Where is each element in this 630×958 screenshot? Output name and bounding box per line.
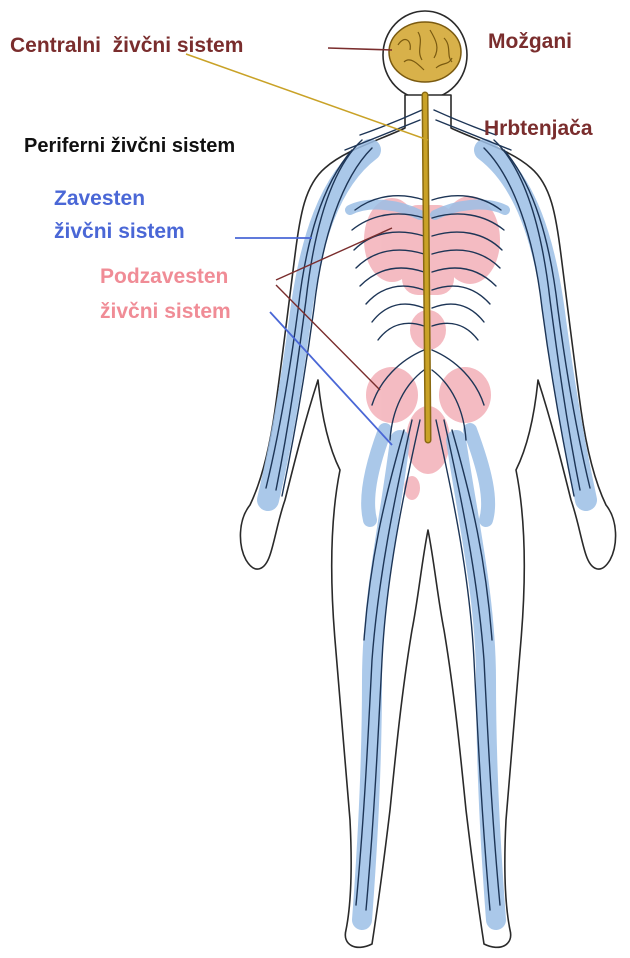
label-brain: Možgani [488,30,572,53]
label-peripheral-nervous-system: Periferni živčni sistem [24,135,235,157]
spinal-cord [425,95,428,440]
label-somatic-line1: Zavesten [54,187,145,210]
label-somatic-line2: živčni sistem [54,220,185,243]
label-autonomic-line1: Podzavesten [100,265,228,288]
label-spinal-cord: Hrbtenjača [484,117,593,140]
label-central-nervous-system: Centralni živčni sistem [10,34,243,57]
brain [389,22,461,82]
label-autonomic-line2: živčni sistem [100,300,231,323]
